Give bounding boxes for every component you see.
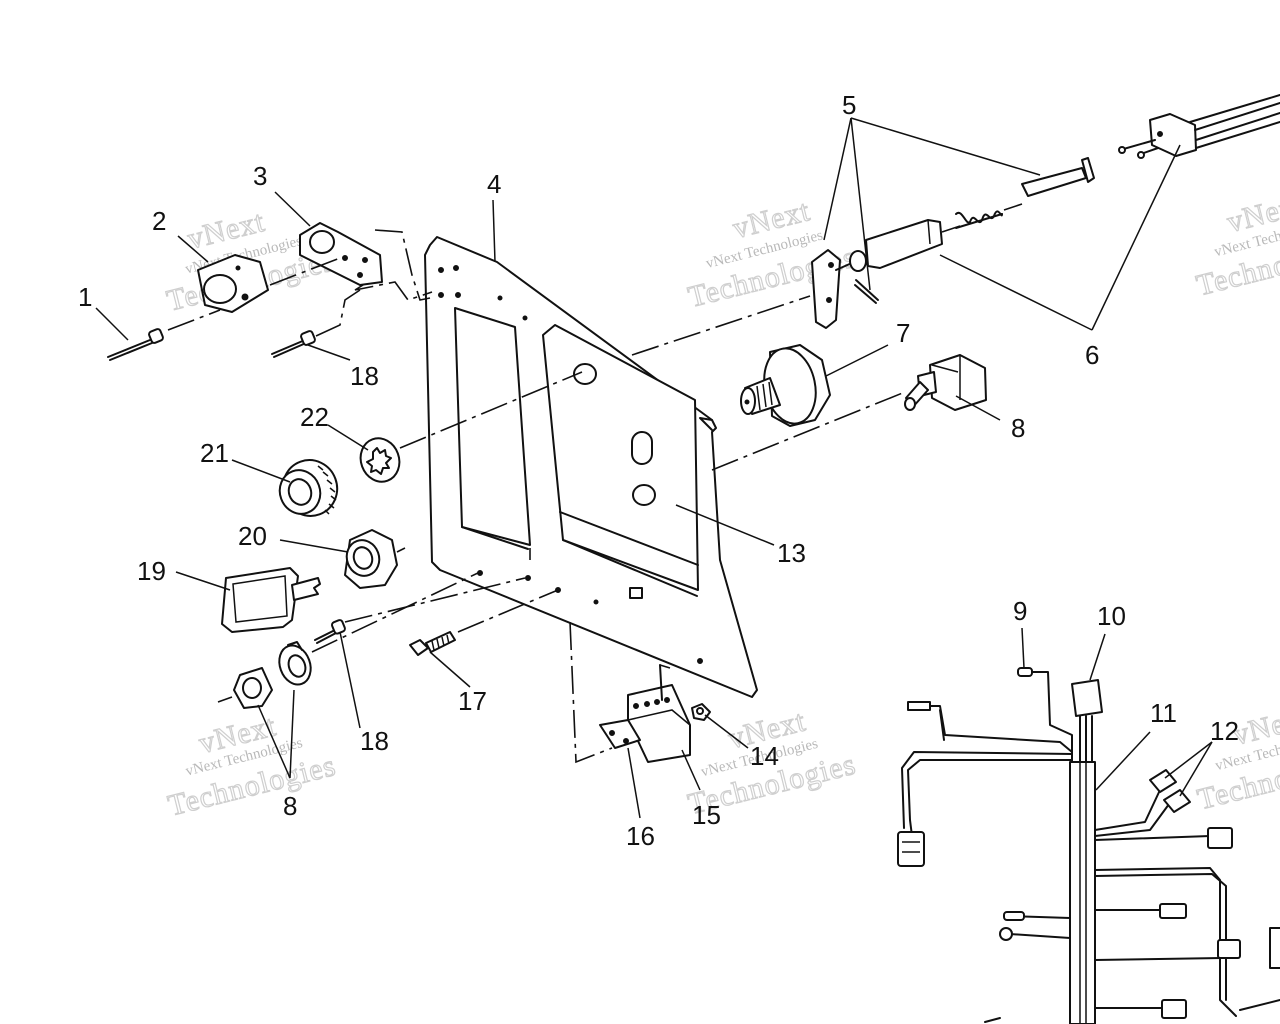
bracket-part: [269, 222, 433, 301]
panel-hole: [632, 484, 656, 506]
callout-6: 6: [1085, 340, 1099, 370]
wiring-harness: [897, 667, 1280, 1024]
callout-1: 1: [78, 282, 92, 312]
callout-labels: 1 2 3 4 5 6 7 8 8 9 10 11 12 13 14 15 16…: [78, 90, 1239, 851]
callout-11: 11: [1150, 698, 1177, 728]
callout-14: 14: [750, 741, 779, 771]
callout-15: 15: [692, 800, 721, 830]
callout-18-upper: 18: [350, 361, 379, 391]
callout-7: 7: [896, 318, 910, 348]
callout-3: 3: [253, 161, 267, 191]
callout-5: 5: [842, 90, 856, 120]
callout-21: 21: [200, 438, 229, 468]
switch-nut-part: [217, 571, 481, 709]
knurled-nut-part: [278, 459, 339, 517]
screw-part: [107, 309, 221, 361]
callout-19: 19: [137, 556, 166, 586]
panel-hole: [573, 363, 597, 385]
callout-20: 20: [238, 521, 267, 551]
bolt-part: [409, 589, 559, 656]
callout-18-lower: 18: [360, 726, 389, 756]
terminal-block-part: [599, 664, 711, 763]
callout-12: 12: [1210, 716, 1239, 746]
rotary-switch-part: [740, 344, 831, 427]
callout-10: 10: [1097, 601, 1126, 631]
callout-17: 17: [458, 686, 487, 716]
screw-part: [314, 577, 526, 644]
screw-part: [271, 289, 361, 358]
panel-slot: [631, 431, 653, 465]
callout-8-nut-washer: 8: [283, 791, 297, 821]
hex-nut-part: [344, 529, 406, 589]
callout-2: 2: [152, 206, 166, 236]
callout-9: 9: [1013, 596, 1027, 626]
callout-16: 16: [626, 821, 655, 851]
callout-13: 13: [777, 538, 806, 568]
callout-8-toggle-switch: 8: [1011, 413, 1025, 443]
toggle-switch-part: [904, 354, 987, 411]
panel-opening-right: [542, 324, 699, 591]
callout-4: 4: [487, 169, 501, 199]
latch-assembly: [811, 94, 1280, 329]
panel-square-hole: [629, 587, 643, 599]
panel-opening-left: [454, 307, 531, 546]
cover-plate-part: [197, 254, 269, 313]
callout-22: 22: [300, 402, 329, 432]
assembly-lines: [529, 295, 906, 764]
lock-washer-part: [359, 371, 583, 483]
key-part: [221, 567, 321, 633]
leader-lines: [95, 117, 1213, 819]
